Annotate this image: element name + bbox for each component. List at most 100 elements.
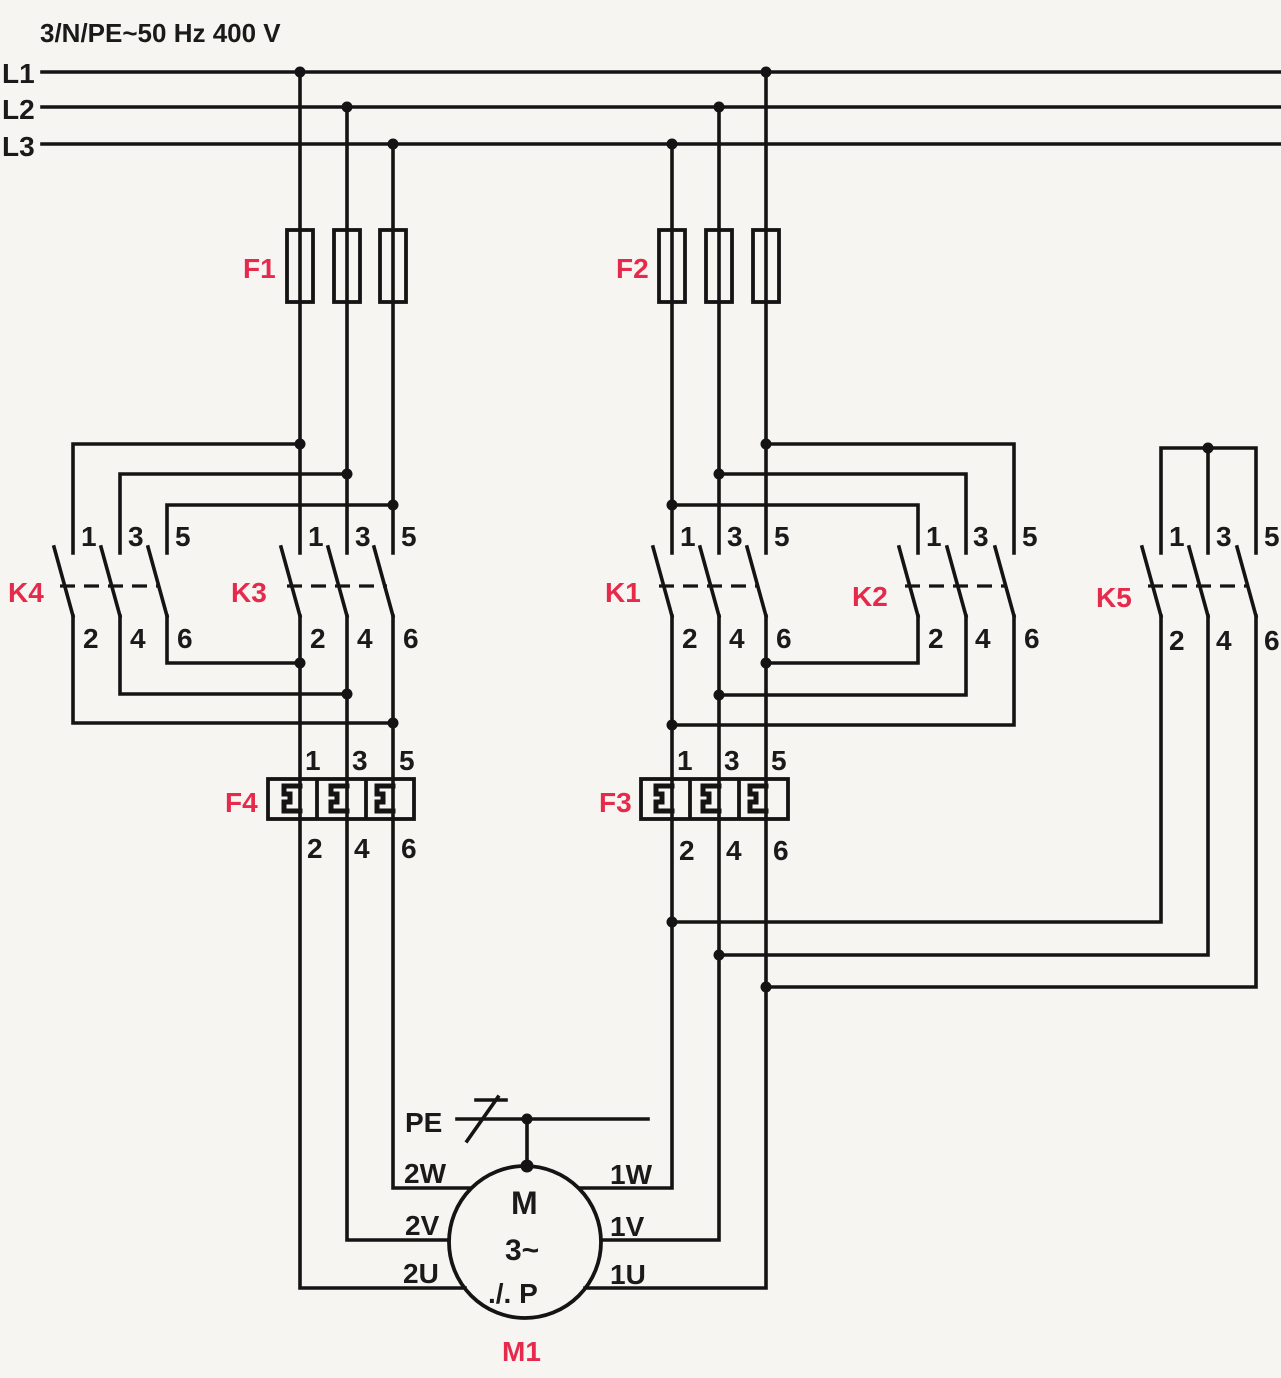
overload-relay-f3: F3 1 3 5 2 4 6	[577, 614, 790, 1290]
heater-element-symbol	[653, 783, 675, 814]
supply-rating-label: 3/N/PE~50 Hz 400 V	[40, 18, 281, 48]
fuse-group-f2: F2	[616, 228, 781, 304]
terminal-number: 2	[679, 835, 695, 866]
wire-k2-feed5	[764, 442, 1016, 555]
junction-dot	[666, 499, 678, 511]
motor-symbol-m: M	[511, 1185, 538, 1221]
contact-blade	[1186, 544, 1211, 619]
wire-k4-out4	[118, 614, 349, 696]
terminal-number: 3	[128, 521, 144, 552]
terminal-number: 1	[1169, 521, 1185, 552]
contact-blade	[697, 544, 722, 619]
contactor-k1: K1 1 3 5 2 4 6	[605, 521, 792, 731]
contactor-k4-label: K4	[8, 577, 44, 608]
terminal-number: 3	[724, 745, 740, 776]
wire-k4-out6	[165, 614, 302, 665]
terminal-number: 6	[773, 835, 789, 866]
junction-dot	[760, 981, 772, 993]
terminal-number: 5	[774, 521, 790, 552]
terminal-number: 6	[177, 623, 193, 654]
terminal-number: 1	[305, 745, 321, 776]
wire-k2-out6	[670, 614, 1016, 727]
junction-dot	[521, 1113, 533, 1125]
terminal-number: 6	[403, 623, 419, 654]
contactor-k1-label: K1	[605, 577, 641, 608]
terminal-number: 2	[682, 623, 698, 654]
motor-terminal-2v: 2V	[405, 1210, 440, 1241]
overload-f4-label: F4	[225, 787, 258, 818]
fuse-symbol	[704, 228, 734, 304]
motor-terminal-2u: 2U	[403, 1258, 439, 1289]
wire-k4-feed3	[118, 472, 349, 555]
terminal-number: 4	[354, 833, 370, 864]
terminal-number: 4	[130, 623, 146, 654]
terminal-number: 6	[1024, 623, 1040, 654]
junction-dot	[1202, 442, 1214, 454]
bus-l1-label: L1	[2, 58, 35, 89]
heater-element-symbol	[700, 783, 722, 814]
motor-circle	[447, 1164, 603, 1320]
junction-dot	[760, 438, 772, 450]
contact-blade	[1234, 544, 1259, 619]
contactor-k3-label: K3	[231, 577, 267, 608]
fuse-symbol	[657, 228, 687, 304]
terminal-number: 3	[352, 745, 368, 776]
fuse-f1-label: F1	[243, 253, 276, 284]
wire-k4-out2	[71, 614, 395, 725]
motor-terminal-1v: 1V	[610, 1211, 645, 1242]
overload-box	[266, 777, 416, 821]
contact-blade	[992, 544, 1017, 619]
pe-label: PE	[405, 1107, 442, 1138]
contactor-k4: K4 1 3 5 2 4 6	[8, 438, 399, 725]
motor-symbol-3ph: 3~	[505, 1234, 539, 1267]
contact-blade	[1139, 544, 1164, 619]
wire-k2-feed3	[717, 472, 968, 555]
supply-bus	[40, 66, 1281, 150]
fuse-group-f1: F1	[243, 228, 408, 304]
terminal-number: 6	[401, 833, 417, 864]
motor-m1-label: M1	[502, 1336, 541, 1367]
wire-k4-feed1	[71, 442, 302, 555]
motor-terminal-1u: 1U	[610, 1259, 646, 1290]
heater-element-symbol	[281, 783, 303, 814]
overload-relay-f4: F4 1 3 5 2 4 6	[225, 614, 472, 1290]
heater-element-symbol	[747, 783, 769, 814]
terminal-number: 5	[401, 521, 417, 552]
terminal-number: 3	[1216, 521, 1232, 552]
wire-k5-out4	[717, 614, 1210, 957]
motor-terminal-2w: 2W	[404, 1158, 447, 1189]
terminal-number: 1	[680, 521, 696, 552]
terminal-number: 1	[308, 521, 324, 552]
wire-k2-feed1	[670, 503, 920, 555]
contact-blade	[51, 544, 76, 619]
fuse-symbol	[751, 228, 781, 304]
contactor-k2: K2 1 3 5 2 4 6	[666, 438, 1040, 727]
motor-m1: M 3~ ./. P PE 2W 2V 2U 1W 1V 1U M1	[403, 1094, 653, 1367]
wire-k2-out2	[764, 614, 920, 665]
contact-blade	[278, 544, 303, 619]
heater-element-symbol	[374, 783, 396, 814]
terminal-number: 5	[175, 521, 191, 552]
bus-l3-label: L3	[2, 131, 35, 162]
fuse-symbol	[285, 228, 315, 304]
contact-blade	[145, 544, 170, 619]
terminal-number: 2	[1169, 625, 1185, 656]
overload-box	[639, 777, 790, 821]
fuse-symbol	[332, 228, 362, 304]
terminal-number: 4	[357, 623, 373, 654]
overload-f3-label: F3	[599, 787, 632, 818]
wire-k4-feed5	[165, 503, 395, 555]
header: 3/N/PE~50 Hz 400 V L1 L2 L3	[2, 18, 281, 162]
wire-f4-pole1	[298, 614, 467, 1290]
terminal-number: 1	[926, 521, 942, 552]
junction-dot	[666, 916, 678, 928]
contactor-k3: K3 1 3 5 2 4 6	[231, 521, 419, 729]
terminal-number: 6	[1264, 625, 1280, 656]
terminal-number: 5	[1264, 521, 1280, 552]
terminal-number: 2	[307, 833, 323, 864]
motor-terminal-1w: 1W	[610, 1159, 653, 1190]
fuse-symbol	[378, 228, 408, 304]
contactor-k5-label: K5	[1096, 582, 1132, 613]
